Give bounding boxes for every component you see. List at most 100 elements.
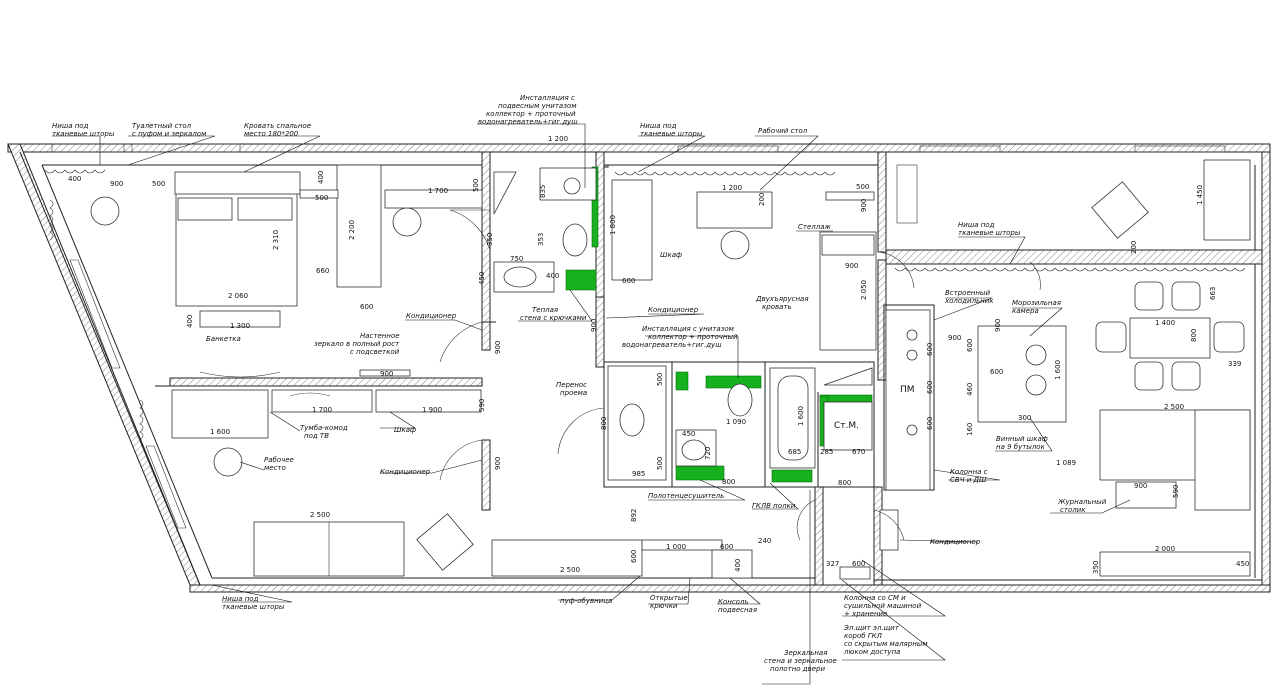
dim: 1 700 [428, 187, 448, 195]
dim: 800 [722, 478, 735, 486]
label-line: Эл.щит эл.щит [843, 624, 900, 632]
label-line: Ниша под [958, 221, 995, 229]
label-line: под ТВ [304, 432, 329, 440]
label-work-desk: Рабочий стол [758, 127, 808, 135]
dim: 400 [734, 559, 742, 572]
dim: 460 [966, 383, 974, 396]
label-cabinet: Шкаф [394, 426, 416, 434]
label-line: Туалетный стол [132, 122, 192, 130]
dim: 800 [600, 417, 608, 430]
label-line: Тумба-комод [300, 424, 348, 432]
dim: 353 [537, 233, 545, 246]
dim: 1 600 [1054, 360, 1062, 380]
label-line: водонагреватель+гиг.душ [622, 341, 722, 349]
label-line: Колонна со СМ и [844, 594, 906, 602]
dim: 1 700 [312, 406, 332, 414]
dim: 2 500 [310, 511, 330, 519]
dim: 2 050 [860, 280, 868, 300]
dim: 720 [704, 447, 712, 460]
label-line: водонагреватель+гиг.душ [478, 118, 578, 126]
dim: 200 [1130, 241, 1138, 254]
dim: 500 [656, 457, 664, 470]
label-line: Двухъярусная [755, 295, 809, 303]
dim: 900 [380, 370, 393, 378]
dim: 900 [494, 457, 502, 470]
dim: 670 [852, 448, 865, 456]
dim: 350 [486, 233, 494, 246]
dim: 450 [1236, 560, 1249, 568]
label-ac-1: Кондиционер [648, 306, 699, 314]
label-line: Кровать спальное [244, 122, 311, 130]
label-line: Инсталляция с [520, 94, 575, 102]
dim: 900 [1134, 482, 1147, 490]
dim: 1 600 [210, 428, 230, 436]
dim: 800 [838, 479, 851, 487]
dim: 1 000 [666, 543, 686, 551]
label-line: тканевые шторы [640, 130, 703, 138]
label-ac-2: Кондиционер [406, 312, 457, 320]
dim: 500 [472, 179, 480, 192]
dim: 240 [758, 537, 771, 545]
label-line: стена с крючками [520, 314, 587, 322]
dim: 900 [948, 334, 961, 342]
doors [439, 209, 1041, 541]
dim: 1 200 [548, 135, 568, 143]
dim: 600 [926, 343, 934, 356]
dim: 1 900 [422, 406, 442, 414]
label-gklv: ГКЛВ полки [752, 502, 796, 510]
label-line: проема [560, 389, 587, 397]
label-line: Встроенный [945, 289, 990, 297]
label-line: Открытые [650, 594, 688, 602]
dim: 2 500 [560, 566, 580, 574]
dim: 2 200 [348, 220, 356, 240]
dim: 1 089 [1056, 459, 1076, 467]
label-line: полотно двери [770, 665, 825, 673]
label-line: подвесная [718, 606, 757, 614]
dim: 339 [1228, 360, 1241, 368]
label-line: с подсветкой [350, 348, 400, 356]
label-line: Рабочее [264, 456, 294, 464]
label-line: Ниша под [52, 122, 89, 130]
dim: 400 [317, 171, 325, 184]
label-line: Консоль [718, 598, 749, 606]
label-line: Журнальный [1057, 498, 1107, 506]
dim: 400 [186, 315, 194, 328]
label-line: со скрытым малярным [844, 640, 928, 648]
dim: 900 [110, 180, 123, 188]
dim: 1 300 [230, 322, 250, 330]
dim: 350 [1092, 561, 1100, 574]
interior-walls [155, 151, 1263, 586]
label-pm: ПМ [900, 385, 915, 395]
dim: 1 200 [722, 184, 742, 192]
dim: 2 500 [1164, 403, 1184, 411]
dim: 2 060 [228, 292, 248, 300]
label-towel-dryer: Полотенцесушитель [648, 492, 724, 500]
label-line: СВЧ и ДШ [950, 476, 987, 484]
label-line: на 9 бутылок [996, 443, 1046, 451]
dim: 835 [539, 185, 547, 198]
label-line: место 180*200 [244, 130, 299, 138]
label-line: Ниша под [222, 595, 259, 603]
label-shelving: Стеллаж [798, 223, 832, 231]
label-line: место [264, 464, 286, 472]
label-line: Зеркальная [784, 649, 827, 657]
dim: 900 [994, 319, 1002, 332]
dim: 327 [826, 560, 839, 568]
furniture [90, 159, 1251, 580]
